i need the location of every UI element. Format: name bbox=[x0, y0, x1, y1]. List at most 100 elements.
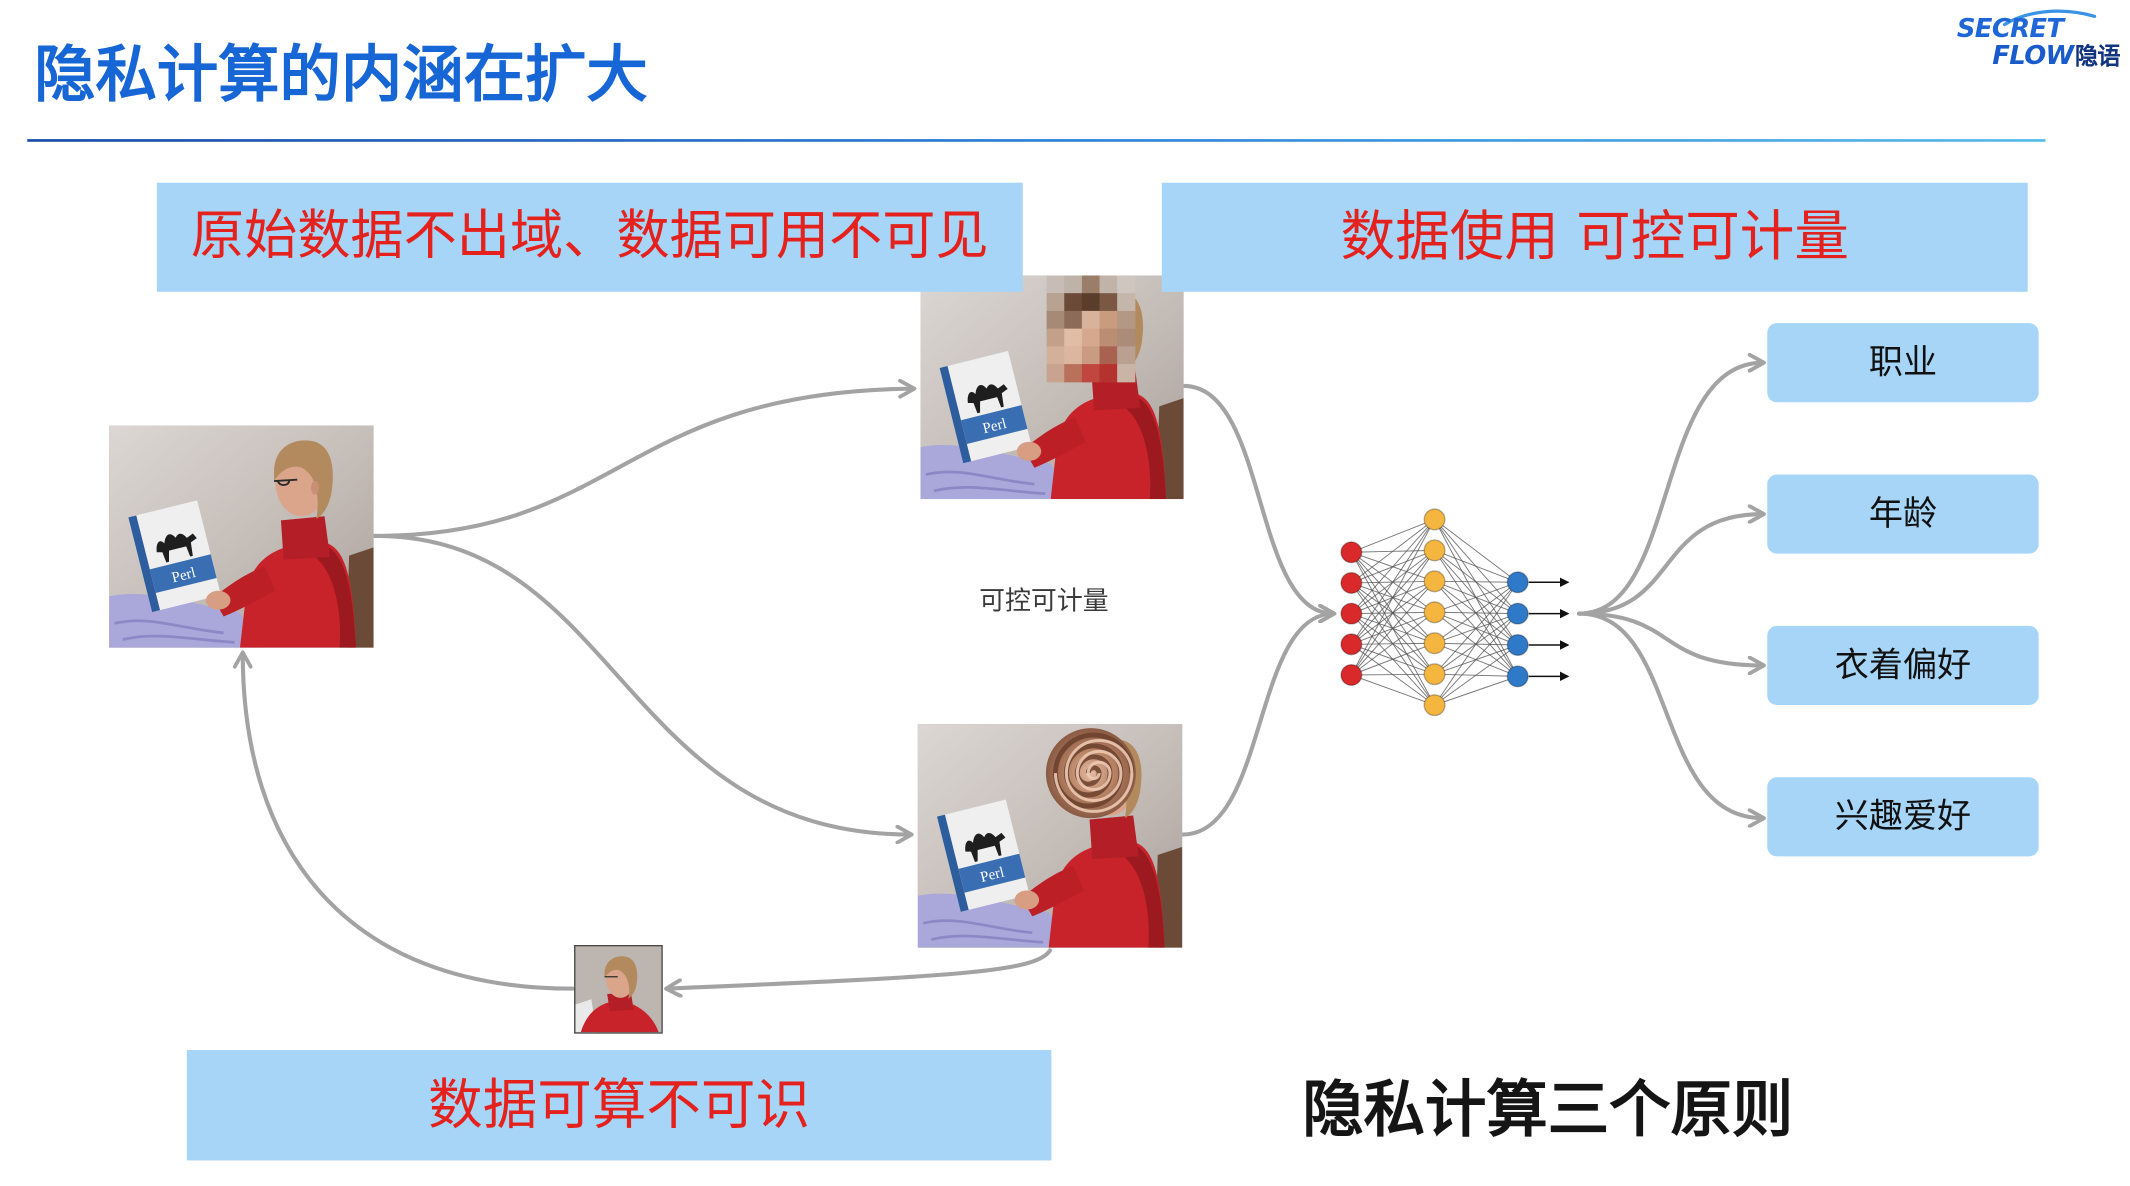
face-mosaic bbox=[1046, 275, 1136, 383]
title-divider bbox=[27, 139, 2046, 142]
sweater-shadow bbox=[1125, 845, 1165, 948]
network-edge bbox=[1350, 550, 1435, 676]
mosaic-block bbox=[1081, 310, 1101, 330]
arrow-network-to-output-1 bbox=[1577, 363, 1763, 616]
mosaic-block bbox=[1046, 275, 1065, 294]
arrow-original-to-swirled bbox=[372, 533, 911, 835]
thumbnail-scene bbox=[575, 946, 662, 1033]
network-edge bbox=[1351, 581, 1435, 676]
network-edges bbox=[1350, 518, 1519, 706]
output-label: 衣着偏好 bbox=[1834, 645, 1972, 685]
network-edge bbox=[1351, 611, 1435, 676]
output-box-clothing: 衣着偏好 bbox=[1767, 625, 2039, 706]
mosaic-block bbox=[1064, 364, 1083, 383]
mosaic-block bbox=[1046, 364, 1065, 383]
mosaic-block bbox=[1081, 328, 1101, 347]
mosaic-block bbox=[1064, 275, 1083, 294]
output-label: 职业 bbox=[1868, 342, 1938, 382]
mosaic-block bbox=[1046, 293, 1065, 312]
mosaic-block bbox=[1081, 346, 1101, 365]
network-node-layer-2 bbox=[1423, 508, 1446, 531]
network-edge bbox=[1351, 519, 1435, 584]
output-label: 年龄 bbox=[1868, 493, 1938, 534]
mosaic-block bbox=[1046, 346, 1065, 365]
face-swirl bbox=[1045, 728, 1136, 819]
turtleneck bbox=[1089, 815, 1139, 860]
principle-box-computable: 数据可算不可识 bbox=[186, 1050, 1052, 1161]
network-node-layer-3 bbox=[1506, 571, 1529, 594]
network-node-layer-3 bbox=[1506, 665, 1529, 688]
sweater-shadow bbox=[1126, 396, 1167, 500]
output-box-occupation: 职业 bbox=[1767, 323, 2039, 403]
connector-arrows bbox=[243, 363, 1763, 989]
mosaic-block bbox=[1064, 310, 1083, 330]
bedsheet bbox=[917, 893, 1071, 948]
network-edge bbox=[1434, 675, 1518, 706]
network-node-layer-1 bbox=[1340, 602, 1363, 625]
camel-illustration bbox=[156, 533, 197, 563]
network-node-layer-1 bbox=[1340, 571, 1363, 595]
hair bbox=[274, 440, 333, 519]
mosaic-block bbox=[1099, 364, 1118, 383]
mosaic-block bbox=[1081, 364, 1101, 383]
perl-book: Perl bbox=[936, 799, 1030, 912]
network-edge bbox=[1434, 613, 1519, 706]
mosaic-block bbox=[1099, 310, 1118, 330]
network-edge bbox=[1351, 674, 1435, 706]
network-edge bbox=[1434, 581, 1519, 644]
mosaic-block bbox=[1117, 346, 1136, 365]
hair bbox=[604, 956, 638, 1000]
hand bbox=[205, 590, 231, 610]
perl-book: Perl bbox=[939, 350, 1032, 464]
slide-title: 隐私计算的内涵在扩大 bbox=[34, 38, 648, 111]
mosaic-block bbox=[1117, 310, 1136, 330]
neural-network bbox=[1340, 508, 1570, 717]
logo-chinese-name: 隐语 bbox=[2074, 43, 2121, 71]
hand bbox=[1016, 441, 1042, 461]
mosaic-block bbox=[1064, 293, 1083, 312]
swirled-face-photo: Perl bbox=[917, 724, 1183, 948]
book-title: Perl bbox=[981, 416, 1008, 437]
ear bbox=[310, 481, 320, 495]
principles-caption: 隐私计算三个原则 bbox=[1302, 1073, 1794, 1146]
photo-scene: Perl bbox=[920, 275, 1184, 500]
book-title-band bbox=[960, 405, 1028, 445]
network-node-layer-2 bbox=[1423, 601, 1446, 624]
network-edge bbox=[1434, 644, 1519, 706]
mosaic-block bbox=[1081, 293, 1101, 312]
arrow-original-to-pixelated bbox=[372, 389, 914, 538]
network-node-layer-3 bbox=[1506, 602, 1529, 625]
network-edge bbox=[1351, 519, 1435, 614]
network-node-layer-2 bbox=[1423, 632, 1446, 655]
principle-text-computable: 数据可算不可识 bbox=[428, 1073, 811, 1137]
mosaic-block bbox=[1099, 328, 1118, 347]
network-edge bbox=[1350, 519, 1435, 676]
secretflow-logo: SECRET FLOW隐语 bbox=[1950, 8, 2127, 73]
arrow-pixelated-to-network bbox=[1181, 383, 1334, 614]
pixelated-face-photo: Perl bbox=[920, 275, 1184, 500]
swirl-stroke-light bbox=[1053, 738, 1134, 813]
red-sweater bbox=[580, 1000, 659, 1033]
book-title-band bbox=[149, 554, 217, 594]
mosaic-block bbox=[1117, 328, 1136, 347]
network-node-layer-1 bbox=[1340, 633, 1363, 656]
mosaic-block bbox=[1064, 328, 1083, 347]
mosaic-block bbox=[1099, 293, 1118, 312]
photo-scene: Perl bbox=[917, 724, 1183, 948]
bedsheet-wrinkles bbox=[922, 919, 1044, 944]
turtleneck bbox=[280, 516, 331, 560]
book-title: Perl bbox=[979, 865, 1006, 886]
bedsheet bbox=[920, 445, 1073, 500]
camel-illustration bbox=[965, 832, 1006, 862]
book-spine bbox=[939, 365, 972, 464]
logo-wordmark-flow-line: FLOW隐语 bbox=[1992, 40, 2120, 74]
book-spine bbox=[128, 515, 161, 613]
principle-box-raw-data: 原始数据不出域、数据可用不可见 bbox=[156, 182, 1023, 292]
glasses bbox=[274, 478, 298, 486]
arrow-network-to-output-2 bbox=[1577, 514, 1763, 616]
network-edge bbox=[1434, 519, 1519, 583]
principle-text-raw-data: 原始数据不出域、数据可用不可见 bbox=[190, 205, 989, 268]
network-node-layer-2 bbox=[1423, 694, 1446, 717]
